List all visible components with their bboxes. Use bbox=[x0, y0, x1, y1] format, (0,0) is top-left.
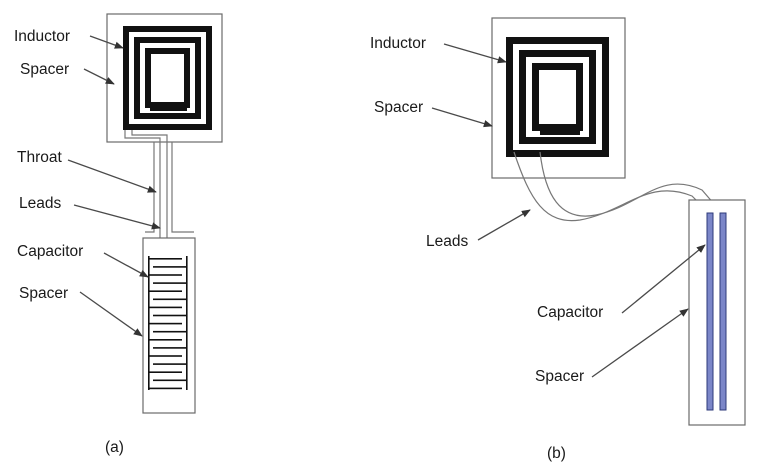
capacitor-plate-left bbox=[706, 212, 714, 411]
panel-b: Inductor Spacer Leads Capacitor Spacer (… bbox=[370, 17, 746, 462]
panel-b-label-leads: Leads bbox=[426, 233, 468, 250]
panel-a-arrow-spacer-top bbox=[83, 68, 115, 85]
panel-b-arrow-spacer-top bbox=[431, 107, 493, 128]
panel-a-capacitor bbox=[148, 256, 188, 390]
capacitor-finger bbox=[153, 347, 187, 349]
capacitor-finger bbox=[148, 355, 182, 357]
capacitor-finger bbox=[153, 363, 187, 365]
capacitor-finger bbox=[148, 258, 182, 260]
panel-a-arrow-leads bbox=[73, 204, 161, 230]
panel-b-inductor-coil bbox=[506, 37, 609, 157]
capacitor-finger bbox=[148, 290, 182, 292]
panel-b-arrow-inductor bbox=[443, 43, 507, 64]
capacitor-finger bbox=[148, 322, 182, 325]
capacitor-plate-right bbox=[719, 212, 727, 411]
panel-b-label-spacer-bottom: Spacer bbox=[535, 368, 584, 385]
panel-b-label-spacer-top: Spacer bbox=[374, 99, 423, 116]
panel-b-leads bbox=[513, 151, 722, 222]
panel-a-arrow-inductor bbox=[89, 35, 124, 49]
capacitor-finger bbox=[148, 371, 182, 373]
panel-a-arrow-throat bbox=[67, 159, 157, 193]
capacitor-finger bbox=[153, 314, 187, 317]
capacitor-finger bbox=[148, 274, 182, 276]
panel-b-caption: (b) bbox=[547, 445, 566, 462]
panel-b-capacitor bbox=[706, 212, 727, 411]
panel-a-label-spacer-top: Spacer bbox=[20, 61, 69, 78]
panel-b-arrow-capacitor bbox=[621, 244, 706, 314]
panel-a-label-spacer-bottom: Spacer bbox=[19, 285, 68, 302]
capacitor-finger bbox=[153, 298, 187, 301]
panel-a-label-capacitor: Capacitor bbox=[17, 243, 83, 260]
panel-b-capacitor-spacer bbox=[688, 199, 746, 426]
panel-b-label-inductor: Inductor bbox=[370, 35, 426, 52]
capacitor-finger bbox=[148, 339, 182, 341]
panel-a-label-inductor: Inductor bbox=[14, 28, 70, 45]
panel-a-arrow-capacitor bbox=[103, 252, 149, 278]
panel-b-arrow-spacer-bottom bbox=[591, 308, 689, 378]
panel-a-arrow-spacer-bottom bbox=[79, 291, 143, 337]
panel-a-caption: (a) bbox=[105, 439, 124, 456]
panel-a-label-throat: Throat bbox=[17, 149, 62, 166]
panel-a-leads bbox=[124, 130, 194, 238]
panel-a: Inductor Spacer Throat Leads Capacitor S… bbox=[14, 13, 223, 456]
panel-a-inductor-coil bbox=[123, 26, 212, 130]
capacitor-finger bbox=[153, 266, 187, 268]
panel-b-label-capacitor: Capacitor bbox=[537, 304, 603, 321]
panel-b-arrow-leads bbox=[477, 209, 531, 241]
capacitor-finger bbox=[153, 282, 187, 284]
capacitor-finger bbox=[153, 379, 187, 382]
panel-a-label-leads: Leads bbox=[19, 195, 61, 212]
capacitor-finger bbox=[148, 387, 182, 390]
capacitor-finger bbox=[148, 306, 182, 309]
capacitor-finger bbox=[153, 330, 187, 333]
capacitor-bus-right bbox=[186, 256, 188, 390]
